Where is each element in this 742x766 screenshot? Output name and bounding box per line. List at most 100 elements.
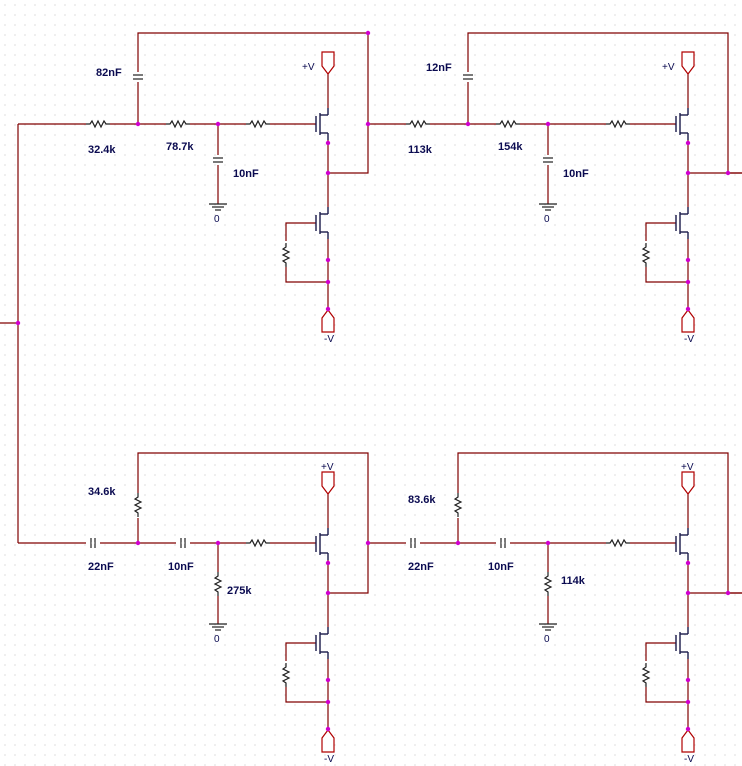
stage3-r-top	[133, 493, 143, 517]
stage3-r-gate	[246, 538, 270, 548]
junction-dot	[215, 540, 221, 546]
junction-dot	[685, 590, 691, 596]
junction-dot	[325, 170, 331, 176]
junction-dot	[325, 279, 331, 285]
stage4-cs-loop-wire	[645, 687, 688, 703]
junction-dot	[365, 540, 371, 546]
junction-dot	[545, 121, 551, 127]
stage4-r-gnd	[543, 572, 553, 596]
junction-dot	[465, 121, 471, 127]
stage4-r-gate	[606, 538, 630, 548]
junction-dot	[455, 540, 461, 546]
stage1-c-top-label: 82nF	[96, 67, 122, 79]
stage2-r-gate	[606, 119, 630, 129]
stage4-current-source-mosfet	[675, 627, 689, 659]
stage1-follower-mosfet	[315, 108, 329, 140]
parts	[86, 51, 695, 753]
wires	[0, 32, 742, 730]
stage1-r-gate	[246, 119, 270, 129]
stage1-c-gnd-label: 10nF	[233, 168, 259, 180]
stage2-cs-resistor	[641, 243, 651, 267]
stage1-cs-resistor	[281, 243, 291, 267]
junction-dot	[135, 540, 141, 546]
junction-dot	[325, 560, 331, 566]
junction-dot	[725, 590, 731, 596]
junction-dot	[325, 306, 331, 312]
stage3-r-top-label: 34.6k	[88, 486, 116, 498]
junction-dot	[725, 170, 731, 176]
stage1-current-source-mosfet	[315, 207, 329, 239]
junction-dot	[325, 726, 331, 732]
junction-dot	[685, 726, 691, 732]
junction-dot	[365, 30, 371, 36]
stage1-r-mid-label: 78.7k	[166, 141, 194, 153]
stage1-c-gnd	[213, 157, 223, 163]
stage1-c-top	[133, 74, 143, 80]
stage3-vpos-label: +V	[321, 462, 334, 473]
stage4-c-mid	[500, 538, 506, 548]
junction-dot	[325, 257, 331, 263]
stage1-ground	[209, 203, 227, 211]
stage2-r-mid-label: 154k	[498, 141, 523, 153]
stage1-vneg-supply	[321, 309, 335, 333]
stage4-cs-resistor	[641, 663, 651, 687]
stage1-r-mid	[166, 119, 190, 129]
stage2-c-gnd	[543, 157, 553, 163]
junction-dot	[215, 121, 221, 127]
stage3-vneg-label: -V	[324, 754, 334, 765]
stage2-vpos-label: +V	[662, 62, 675, 73]
junction-dot	[685, 140, 691, 146]
stage2-cs-gate-wire	[645, 222, 676, 241]
stage2-r-in	[406, 119, 430, 129]
stage2-r-mid	[496, 119, 520, 129]
stage4-c-in	[410, 538, 416, 548]
stage3-cs-loop-wire	[285, 687, 328, 703]
stage2-current-source-mosfet	[675, 207, 689, 239]
stage3-cs-gate-wire	[285, 642, 316, 661]
junction-dot	[685, 257, 691, 263]
stage1-cs-gate-wire	[285, 222, 316, 241]
stage3-r-gnd-label: 275k	[227, 585, 252, 597]
stage3-cs-resistor	[281, 663, 291, 687]
stage3-c-mid-label: 10nF	[168, 561, 194, 573]
junction-dot	[685, 560, 691, 566]
stage4-ground-label: 0	[544, 634, 550, 645]
stage2-ground-label: 0	[544, 214, 550, 225]
stage2-c-top	[463, 74, 473, 80]
stage4-vneg-label: -V	[684, 754, 694, 765]
stage1-ground-label: 0	[214, 214, 220, 225]
stage1-r-in-label: 32.4k	[88, 144, 116, 156]
junction-dot	[365, 121, 371, 127]
stage4-r-top	[453, 493, 463, 517]
stage4-vpos-label: +V	[681, 462, 694, 473]
stage4-r-top-label: 83.6k	[408, 494, 436, 506]
junction-dot	[545, 540, 551, 546]
stage2-cs-loop-wire	[645, 267, 688, 283]
stage4-c-in-label: 22nF	[408, 561, 434, 573]
junction-dot	[685, 279, 691, 285]
junction-dot	[135, 121, 141, 127]
stage1-vneg-label: -V	[324, 334, 334, 345]
stage3-c-in-label: 22nF	[88, 561, 114, 573]
stage3-ground-label: 0	[214, 634, 220, 645]
stage4-vneg-supply	[681, 729, 695, 753]
junction-dot	[325, 590, 331, 596]
stage3-c-mid	[180, 538, 186, 548]
stage4-cs-gate-wire	[645, 642, 676, 661]
stage3-r-gnd	[213, 572, 223, 596]
stage4-c-mid-label: 10nF	[488, 561, 514, 573]
stage3-current-source-mosfet	[315, 627, 329, 659]
stage2-ground	[539, 203, 557, 211]
junctions	[15, 30, 731, 732]
junction-dot	[685, 170, 691, 176]
stage3-ground	[209, 623, 227, 631]
stage3-c-in	[90, 538, 96, 548]
stage4-follower-mosfet	[675, 528, 689, 560]
stage2-follower-mosfet	[675, 108, 689, 140]
stage4-r-gnd-label: 114k	[561, 575, 586, 587]
junction-dot	[325, 140, 331, 146]
stage1-cs-loop-wire	[285, 267, 328, 283]
stage3-vpos-supply	[321, 471, 335, 495]
stage2-vpos-supply	[681, 51, 695, 75]
